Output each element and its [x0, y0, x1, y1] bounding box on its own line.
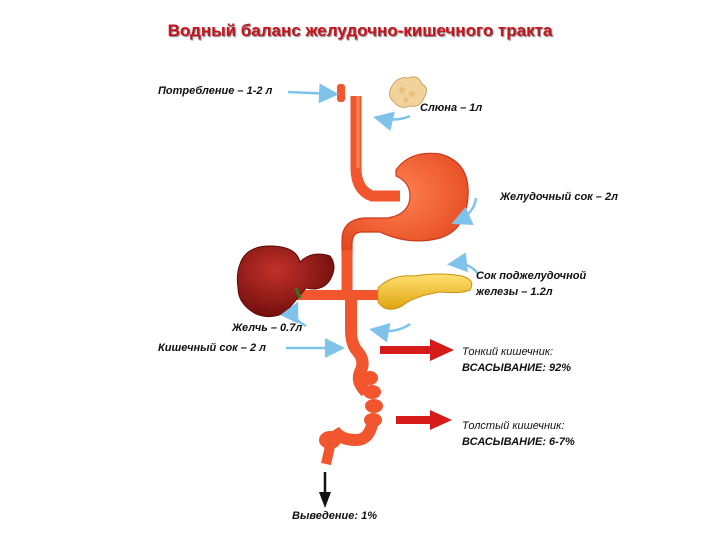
bile-label: Желчь – 0.7л: [232, 322, 303, 334]
gastric-juice-arrow: [451, 197, 478, 226]
stomach: [341, 152, 469, 255]
large-intestine-title: Толстый кишечник:: [462, 420, 565, 432]
pancreatic-juice-label-line1: Сок поджелудочной: [476, 270, 587, 282]
pancreatic-juice-label-line2: железы – 1.2л: [476, 286, 553, 298]
small-intestine-label: Тонкий кишечник: ВСАСЫВАНИЕ: 92%: [462, 344, 571, 376]
small-intestine-absorption-arrow: [380, 339, 454, 361]
intestinal-juice-label: Кишечный сок – 2 л: [158, 342, 266, 354]
diagram-title: Водный баланс желудочно-кишечного тракта: [167, 21, 553, 40]
intake-arrow: [287, 83, 339, 104]
pancreas: [377, 273, 473, 310]
liver: [236, 245, 335, 318]
small-intestine-absorption: ВСАСЫВАНИЕ: 92%: [462, 362, 572, 374]
large-intestine-label: Толстый кишечник: ВСАСЫВАНИЕ: 6-7%: [462, 418, 575, 450]
bile-arrow: [369, 322, 411, 343]
bile-arrow-liver: [280, 301, 307, 328]
pancreatic-juice-label: Сок поджелудочной железы – 1.2л: [476, 268, 586, 300]
excretion-label: Выведение: 1%: [292, 510, 377, 522]
saliva-arrow: [373, 111, 411, 132]
pancreatic-juice-arrow: [447, 252, 480, 275]
large-intestine-absorption-arrow: [396, 410, 452, 430]
esophagus: [335, 84, 407, 202]
large-intestine-absorption: ВСАСЫВАНИЕ: 6-7%: [462, 436, 575, 448]
small-intestine-title: Тонкий кишечник:: [462, 346, 554, 358]
excretion-arrow: [319, 472, 331, 508]
intake-label: Потребление – 1-2 л: [158, 85, 273, 97]
gastric-juice-label: Желудочный сок – 2л: [500, 191, 618, 203]
large-intestine: [319, 371, 383, 466]
saliva-label: Слюна – 1л: [420, 102, 483, 114]
